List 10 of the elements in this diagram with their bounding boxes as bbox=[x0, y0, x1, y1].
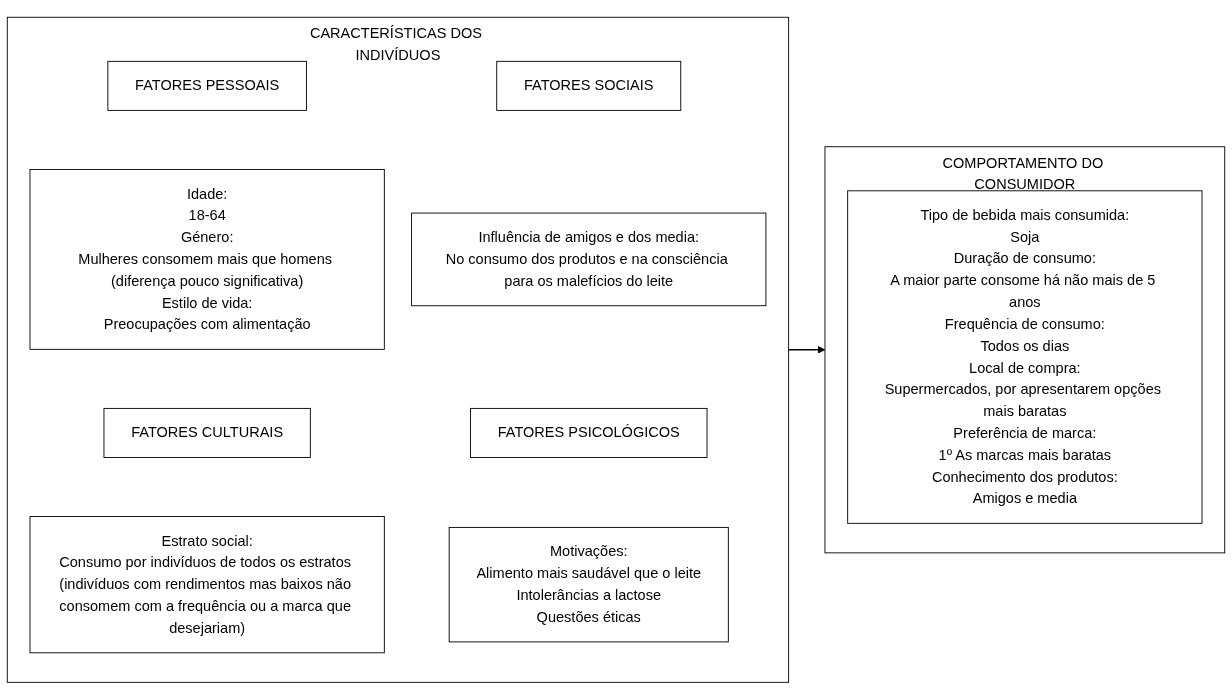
node-box: Estrato social: Consumo por indivíduos de todos os estratos (indivíduos com rendimentos mas baixos não consomem com a frequência ou a marca que desejariam) bbox=[29, 516, 385, 654]
node-box: FATORES PSICOLÓGICOS bbox=[470, 408, 708, 459]
node-box: Idade: 18-64 Género: Mulheres consomem mais que homens (diferença pouco significativa) Estilo de vida: Preocupações com alimentação bbox=[29, 169, 385, 350]
node-box: FATORES PESSOAIS bbox=[107, 61, 307, 112]
node-box: Influência de amigos e dos media: No consumo dos produtos e na consciência para os malefícios do leite bbox=[411, 212, 767, 307]
arrow bbox=[787, 346, 826, 354]
node-box: Tipo de bebida mais consumida: Soja Duração de consumo: A maior parte consome há não mais de 5 anos Frequência de consumo: Todos os dias Local de compra: Supermercados, por apresentarem opções mais baratas Preferência de marca: 1º As marcas mais baratas Conhecimento dos produtos: Amigos e media bbox=[847, 190, 1203, 524]
node-box: Motivações: Alimento mais saudável que o leite Intolerâncias a lactose Questões éticas bbox=[448, 527, 729, 643]
node-box: FATORES CULTURAIS bbox=[103, 408, 311, 459]
node-box: FATORES SOCIAIS bbox=[496, 61, 682, 112]
